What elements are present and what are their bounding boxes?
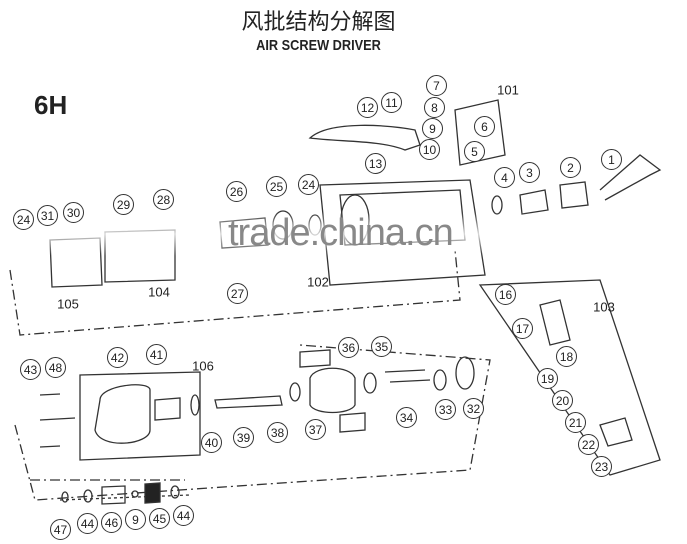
part-callout: 32: [463, 398, 484, 419]
part-callout: 35: [371, 336, 392, 357]
watermark: trade.china.cn: [228, 212, 454, 254]
part-callout: 29: [113, 194, 134, 215]
part-callout: 46: [101, 512, 122, 533]
part-callout: 26: [226, 181, 247, 202]
part-callout: 13: [365, 153, 386, 174]
part-callout: 4: [494, 167, 515, 188]
part-callout: 47: [50, 519, 71, 540]
part-callout: 37: [305, 419, 326, 440]
part-callout: 23: [591, 456, 612, 477]
part-callout: 24: [13, 209, 34, 230]
part-callout: 44: [77, 513, 98, 534]
part-callout: 42: [107, 347, 128, 368]
part-callout: 5: [464, 141, 485, 162]
group-label: 102: [307, 274, 329, 290]
part-callout: 9: [422, 118, 443, 139]
part-callout: 36: [338, 337, 359, 358]
part-callout: 43: [20, 359, 41, 380]
part-callout: 8: [424, 97, 445, 118]
group-label: 101: [497, 82, 519, 98]
group-label: 103: [593, 299, 615, 315]
title-chinese: 风批结构分解图: [241, 10, 396, 35]
part-callout: 22: [578, 434, 599, 455]
part-callout: 27: [227, 283, 248, 304]
part-callout: 38: [267, 422, 288, 443]
part-callout: 40: [201, 432, 222, 453]
part-callout: 21: [565, 412, 586, 433]
part-callout: 28: [153, 189, 174, 210]
part-callout: 18: [556, 346, 577, 367]
part-callout: 6: [474, 116, 495, 137]
group-label: 104: [148, 284, 170, 300]
part-callout: 44: [173, 505, 194, 526]
part-callout: 45: [149, 508, 170, 529]
part-callout: 9: [125, 509, 146, 530]
part-callout: 41: [146, 344, 167, 365]
part-callout: 2: [560, 157, 581, 178]
part-callout: 1: [601, 149, 622, 170]
part-callout: 12: [357, 97, 378, 118]
group-label: 106: [192, 358, 214, 374]
title-english: AIR SCREW DRIVER: [256, 37, 381, 54]
model-label: 6H: [34, 90, 68, 120]
group-label: 105: [57, 296, 79, 312]
part-callout: 11: [381, 92, 402, 113]
part-callout: 20: [552, 390, 573, 411]
part-callout: 10: [419, 139, 440, 160]
part-callout: 31: [37, 205, 58, 226]
part-callout: 33: [435, 399, 456, 420]
watermark-band: [0, 212, 687, 256]
part-callout: 16: [495, 284, 516, 305]
part-callout: 25: [266, 176, 287, 197]
part-callout: 19: [537, 368, 558, 389]
part-callout: 30: [63, 202, 84, 223]
part-callout: 24: [298, 174, 319, 195]
part-callout: 48: [45, 357, 66, 378]
part-callout: 17: [512, 318, 533, 339]
part-callout: 39: [233, 427, 254, 448]
part-callout: 3: [519, 162, 540, 183]
part-callout: 34: [396, 407, 417, 428]
part-callout: 7: [426, 75, 447, 96]
